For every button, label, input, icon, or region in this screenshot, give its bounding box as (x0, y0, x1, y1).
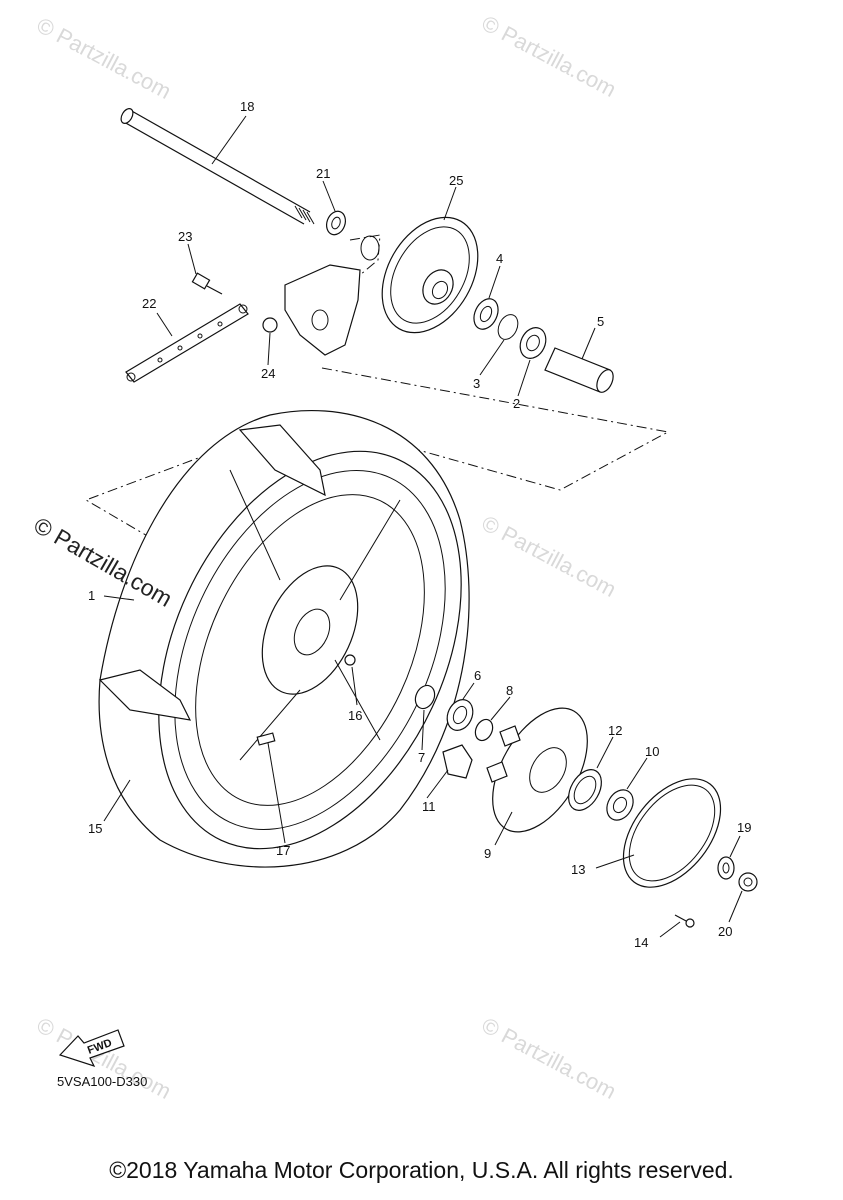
oil-seal-12 (568, 769, 602, 811)
bearing-10 (606, 789, 634, 821)
callout-25: 25 (449, 173, 463, 188)
callout-3: 3 (473, 376, 480, 391)
fwd-arrow: FWD (58, 1029, 125, 1068)
axle (120, 108, 315, 225)
bearing-6 (446, 699, 474, 731)
callout-6: 6 (474, 668, 481, 683)
callout-16: 16 (348, 708, 362, 723)
oil-seal-8 (474, 718, 494, 742)
callout-9: 9 (484, 846, 491, 861)
callout-24: 24 (261, 366, 275, 381)
watermark-text: © Partzilla.com (33, 1012, 176, 1104)
callout-17: 17 (276, 843, 290, 858)
callout-4: 4 (496, 251, 503, 266)
callout-7: 7 (418, 750, 425, 765)
diagram-code: 5VSA100-D330 (57, 1074, 147, 1089)
callout-23: 23 (178, 229, 192, 244)
callout-15: 15 (88, 821, 102, 836)
callout-11: 11 (422, 799, 436, 814)
damper (442, 744, 473, 779)
callout-8: 8 (506, 683, 513, 698)
exploded-view-outline (84, 367, 670, 549)
nut (262, 317, 278, 333)
collar-7 (414, 684, 436, 710)
bearing (519, 327, 547, 359)
collar (325, 210, 347, 236)
callout-14: 14 (634, 935, 648, 950)
oil-seal (473, 298, 499, 330)
callout-18: 18 (240, 99, 254, 114)
callout-19: 19 (737, 820, 751, 835)
callout-20: 20 (718, 924, 732, 939)
axle-nut (738, 872, 758, 892)
brake-caliper-bracket (284, 234, 381, 356)
callout-10: 10 (645, 744, 659, 759)
watermark-text: © Partzilla.com (33, 12, 176, 104)
sprocket-ring (622, 778, 722, 888)
callout-2: 2 (513, 396, 520, 411)
callout-13: 13 (571, 862, 585, 877)
balance-weight (256, 732, 276, 746)
rear-wheel (98, 409, 470, 868)
watermark-text: © Partzilla.com (478, 10, 621, 102)
brake-hub (381, 216, 479, 334)
valve-stem (344, 654, 356, 666)
callout-labels: 18 21 25 23 22 24 4 5 3 2 1 16 6 8 7 11 … (88, 99, 751, 950)
callout-21: 21 (316, 166, 330, 181)
callout-12: 12 (608, 723, 622, 738)
watermark-text: © Partzilla.com (478, 510, 621, 602)
washer (717, 856, 735, 880)
callout-22: 22 (142, 296, 156, 311)
leader-lines (103, 115, 743, 938)
tension-bar (125, 303, 249, 383)
callout-1: 1 (88, 588, 95, 603)
screw (674, 914, 695, 928)
circlip (497, 314, 519, 340)
copyright-notice: ©2018 Yamaha Motor Corporation, U.S.A. A… (109, 1157, 734, 1183)
watermark-text: © Partzilla.com (478, 1012, 621, 1104)
spacer (544, 347, 614, 393)
callout-5: 5 (597, 314, 604, 329)
bolt (191, 272, 223, 295)
